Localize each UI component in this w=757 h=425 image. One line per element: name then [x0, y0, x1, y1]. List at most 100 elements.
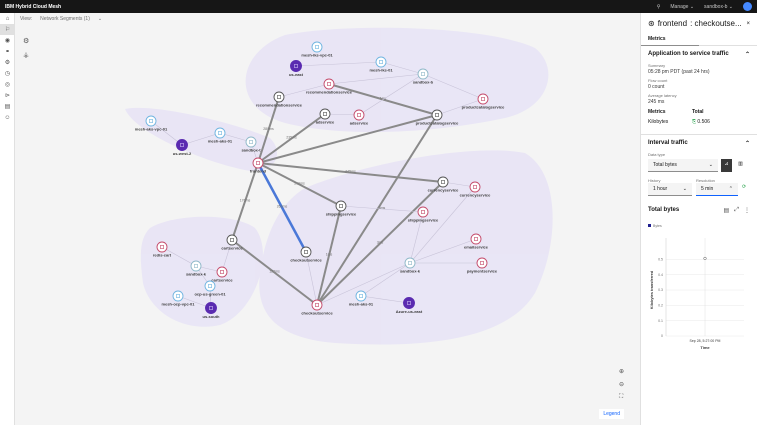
gateway-icon[interactable]: [431, 109, 443, 121]
node-namespace[interactable]: sandbox-t: [241, 136, 261, 153]
node-region[interactable]: us-west-2: [173, 139, 192, 157]
layout-tool-icon[interactable]: ⚶: [23, 52, 29, 59]
view-value[interactable]: Network Segments (1): [40, 16, 90, 22]
cluster-icon[interactable]: [204, 280, 216, 292]
line-chart-icon[interactable]: ⊿: [721, 159, 732, 172]
node-region[interactable]: us-east: [289, 60, 304, 78]
zoom-in-icon[interactable]: ⊕: [618, 369, 624, 375]
view-selector[interactable]: View: Network Segments (1) ⌄: [20, 16, 102, 22]
node-namespace[interactable]: sandbox-k: [400, 257, 421, 274]
home-icon[interactable]: ⌂: [5, 15, 10, 22]
node-service[interactable]: currencyservice: [460, 181, 491, 198]
cluster-icon[interactable]: [214, 127, 226, 139]
edge-n18-n19[interactable]: [340, 205, 424, 213]
manage-menu[interactable]: Manage ⌄: [670, 3, 695, 10]
node-cluster[interactable]: mesh-iks-vpc-01: [301, 41, 333, 58]
edge-n15-n9[interactable]: [257, 114, 438, 164]
node-service[interactable]: cartservice: [211, 266, 233, 283]
edge-n31-n9[interactable]: [316, 114, 438, 306]
edge-n32-n33[interactable]: [360, 295, 410, 304]
service-icon[interactable]: [252, 157, 264, 169]
edge-n32-n24[interactable]: [360, 262, 411, 297]
node-namespace[interactable]: sandbox-b: [413, 68, 434, 85]
edge-n3-n4[interactable]: [380, 61, 424, 75]
node-cluster[interactable]: mesh-aks-01: [349, 290, 374, 307]
region-icon[interactable]: [205, 302, 217, 314]
node-gateway[interactable]: recommendationservice: [256, 91, 303, 108]
node-service[interactable]: redis-cart: [153, 241, 172, 258]
copy-icon[interactable]: ⎘: [692, 119, 697, 125]
edge-n15-n6[interactable]: [257, 96, 280, 164]
node-region[interactable]: us-south: [203, 302, 220, 320]
resolution-select[interactable]: 5 min⌃: [696, 183, 738, 196]
expand-icon[interactable]: ⤢: [734, 207, 739, 213]
node-service[interactable]: checkoutservice: [301, 299, 333, 316]
docs-icon[interactable]: ▤: [4, 104, 11, 110]
workspace-menu[interactable]: sandbox-b ⌄: [704, 3, 733, 10]
node-service[interactable]: paymentservice: [467, 257, 498, 274]
edge-n11-n12[interactable]: [150, 120, 183, 146]
node-cluster[interactable]: mesh-iks-01: [369, 56, 393, 73]
node-service[interactable]: adservice: [350, 109, 369, 126]
node-cluster[interactable]: mesh-aks-vpc-01: [135, 115, 168, 132]
legend-button[interactable]: Legend: [599, 409, 624, 419]
services-icon[interactable]: ⚭: [4, 49, 11, 55]
node-service[interactable]: productcatalogservice: [462, 93, 505, 110]
service-icon[interactable]: [469, 181, 481, 193]
edge-n31-n16[interactable]: [316, 181, 444, 306]
avatar[interactable]: [743, 2, 752, 11]
chevron-down-icon[interactable]: ⌄: [97, 16, 103, 22]
service-icon[interactable]: [311, 299, 323, 311]
data-point[interactable]: [703, 256, 707, 260]
topology-graph[interactable]: 280ms235ms245ms210ms170ms263ms127ms1ms1m…: [15, 13, 640, 425]
edge-n25-n26[interactable]: [161, 246, 197, 267]
pin-icon[interactable]: ⚲: [656, 3, 661, 10]
node-cluster[interactable]: ocp-us-green-01: [194, 280, 226, 297]
namespace-icon[interactable]: [417, 68, 429, 80]
region-icon[interactable]: [290, 60, 302, 72]
node-service[interactable]: emailservice: [464, 233, 489, 250]
edge-n2-n3[interactable]: [295, 61, 382, 67]
fit-to-screen-icon[interactable]: ⛶: [618, 394, 624, 400]
service-icon[interactable]: [477, 93, 489, 105]
node-service[interactable]: frontend: [250, 157, 267, 174]
edge-n9-n10[interactable]: [436, 98, 484, 116]
history-select[interactable]: 1 hour⌄: [648, 183, 692, 196]
policy-icon[interactable]: ⊳: [4, 93, 11, 99]
region-icon[interactable]: [176, 139, 188, 151]
network-icon[interactable]: ◎: [4, 82, 11, 88]
node-gateway[interactable]: shippingservice: [326, 200, 357, 217]
table-icon[interactable]: ▤: [723, 208, 730, 214]
edge-n20-n27[interactable]: [221, 239, 233, 273]
gateway-icon[interactable]: [226, 234, 238, 246]
node-cluster[interactable]: mesh-aks-01: [208, 127, 233, 144]
overflow-menu-icon[interactable]: ⋮: [744, 208, 750, 214]
edge-n31-n18[interactable]: [316, 205, 342, 306]
gateway-icon[interactable]: ◉: [4, 38, 11, 44]
cluster-icon[interactable]: [172, 290, 184, 302]
tab-metrics[interactable]: Metrics: [641, 34, 757, 46]
gateway-icon[interactable]: [300, 246, 312, 258]
node-region[interactable]: Azure-us-east: [396, 297, 423, 315]
namespace-icon[interactable]: [404, 257, 416, 269]
node-cluster[interactable]: mesh-ocp-vpc-01: [162, 290, 196, 307]
gateway-icon[interactable]: [335, 200, 347, 212]
node-service[interactable]: recommendationservice: [306, 78, 353, 95]
edge-n15-n16[interactable]: [257, 162, 444, 183]
edge-n4-n5[interactable]: [328, 73, 424, 85]
service-icon[interactable]: [417, 206, 429, 218]
edge-n15-n7[interactable]: [257, 113, 326, 164]
edge-n12-n13[interactable]: [181, 132, 221, 146]
namespace-icon[interactable]: [245, 136, 257, 148]
bar-chart-icon[interactable]: ▥: [738, 161, 743, 167]
close-icon[interactable]: ×: [746, 20, 750, 27]
chevron-up-icon[interactable]: ⌃: [744, 52, 750, 58]
refresh-icon[interactable]: ⟳: [742, 184, 747, 190]
data-type-select[interactable]: Total bytes⌄: [648, 159, 718, 172]
service-icon[interactable]: [216, 266, 228, 278]
topology-icon[interactable]: ⚐: [0, 24, 15, 35]
edge-n5-n6[interactable]: [278, 83, 330, 98]
edge-n20-n31[interactable]: [231, 239, 318, 306]
edge-n4-n10[interactable]: [422, 73, 484, 100]
